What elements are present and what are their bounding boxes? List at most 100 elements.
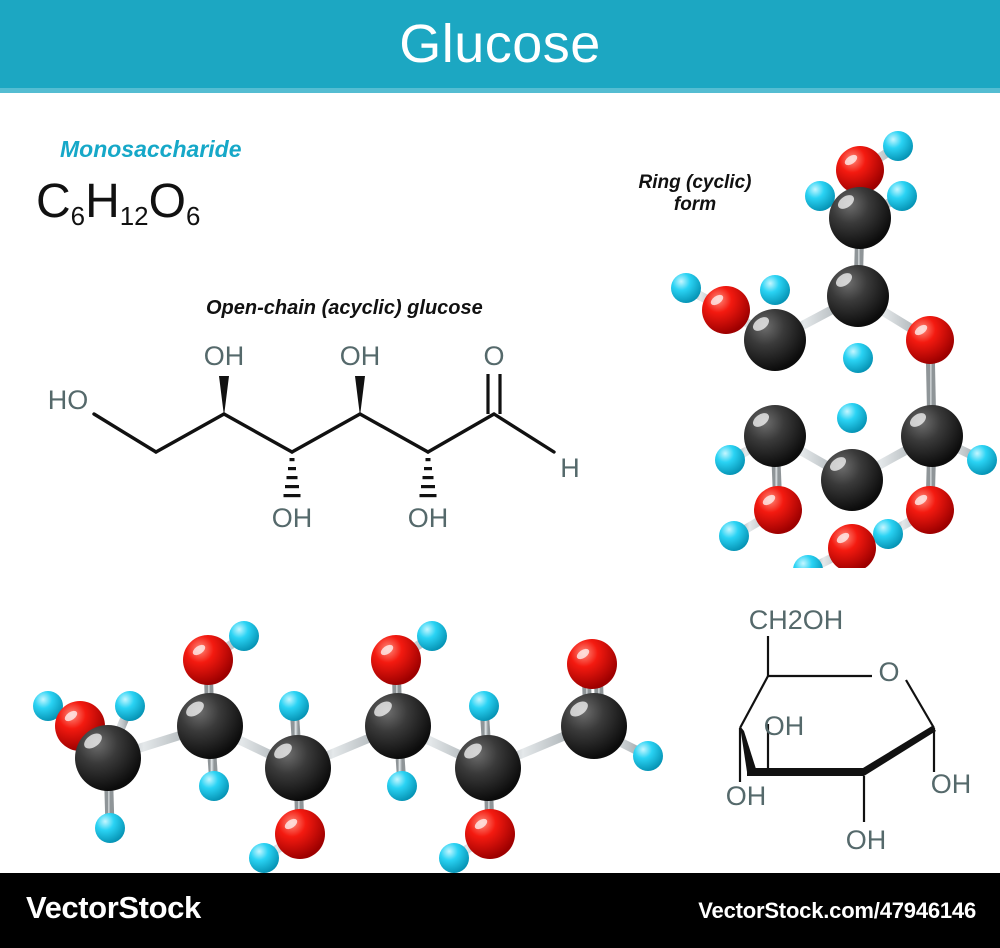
- hydrogen-atom: [873, 519, 903, 549]
- formula-carbon-subscript: 6: [70, 202, 86, 231]
- hydrogen-atom: [469, 691, 499, 721]
- header-banner: Glucose: [0, 0, 1000, 88]
- haworth-front-bonds: [740, 726, 936, 776]
- chemical-formula: C6H12O6: [36, 178, 200, 231]
- skeletal-label-O-aldehyde: O: [483, 341, 504, 371]
- oxygen-atom: [702, 286, 750, 334]
- bond-C5-C4: [222, 412, 294, 454]
- oxygen-atom: [836, 146, 884, 194]
- oxygen-atom-ring: [906, 316, 954, 364]
- oxygen-atom: [465, 809, 515, 859]
- oxygen-atom: [183, 635, 233, 685]
- bond-C1-H: [492, 412, 556, 454]
- hydrogen-atom: [793, 555, 823, 568]
- hydrogen-atom: [115, 691, 145, 721]
- hydrogen-atom: [199, 771, 229, 801]
- skeletal-label-H-aldehyde: H: [560, 453, 580, 483]
- page-title: Glucose: [399, 14, 601, 74]
- footer-bar: [0, 873, 1000, 948]
- carbon-atom: [177, 693, 243, 759]
- carbon-atom: [821, 449, 883, 511]
- haworth-label-oh-bottom: OH: [846, 825, 887, 855]
- ring3d-hydrogen-atoms: [671, 131, 997, 568]
- wedge-C5-OH-up: [219, 376, 229, 416]
- hydrogen-atom: [837, 403, 867, 433]
- skeletal-open-chain-diagram: HO OH OH O OH OH H: [48, 341, 580, 533]
- chain3d-hydrogen-atoms: [33, 621, 663, 873]
- open-chain-3d-model: [33, 621, 663, 873]
- ring3d-specular-highlights: [710, 154, 928, 544]
- chain3d-specular-highlights: [64, 644, 590, 830]
- header-underline: [0, 88, 1000, 93]
- haworth-ring-bonds: [739, 674, 935, 729]
- wedge-C3-OH-up: [355, 376, 365, 416]
- formula-carbon-symbol: C: [36, 175, 71, 228]
- oxygen-atom: [754, 486, 802, 534]
- carbon-atom: [901, 405, 963, 467]
- skeletal-label-OH-top-C3: OH: [340, 341, 381, 371]
- hydrogen-atom: [843, 343, 873, 373]
- bond-HO-to-C6: [92, 412, 158, 454]
- hydrogen-atom: [715, 445, 745, 475]
- front-bond-C2-C1: [863, 726, 936, 776]
- chain3d-oxygen-atoms: [55, 635, 617, 859]
- oxygen-atom: [906, 486, 954, 534]
- hydrogen-atom: [633, 741, 663, 771]
- carbon-atom: [744, 309, 806, 371]
- haworth-label-ch2oh: CH2OH: [749, 605, 844, 635]
- bond-C5-C4: [739, 675, 769, 729]
- hydrogen-atom: [279, 691, 309, 721]
- haworth-label-oh-c3: OH: [764, 711, 805, 741]
- open-chain-caption: Open-chain (acyclic) glucose: [206, 297, 483, 319]
- bond-C6-C5: [154, 412, 226, 454]
- footer-brand: VectorStock: [26, 890, 201, 925]
- bond-C2-C1: [426, 412, 496, 454]
- carbon-atom: [75, 725, 141, 791]
- hash-C2-OH-down: [419, 458, 437, 498]
- footer-url: VectorStock.com/47946146: [698, 898, 976, 923]
- oxygen-atom: [275, 809, 325, 859]
- carbon-atom: [829, 187, 891, 249]
- hydrogen-atom: [439, 843, 469, 873]
- hydrogen-atom: [387, 771, 417, 801]
- formula-oxygen-subscript: 6: [185, 202, 201, 231]
- carbon-atom: [455, 735, 521, 801]
- carbon-atom: [365, 693, 431, 759]
- oxygen-atom: [371, 635, 421, 685]
- hydrogen-atom: [719, 521, 749, 551]
- ring-caption-line-2: form: [673, 193, 717, 215]
- front-bond-C4-C3: [740, 726, 756, 772]
- stereo-hash-bonds: [283, 458, 437, 498]
- carbon-atom: [265, 735, 331, 801]
- haworth-label-ring-o: O: [878, 657, 899, 687]
- haworth-label-oh-right: OH: [931, 769, 972, 799]
- formula-hydrogen-subscript: 12: [119, 202, 149, 231]
- oxygen-atom-carbonyl: [567, 639, 617, 689]
- front-bond-C3-C2: [747, 768, 864, 776]
- skeletal-backbone-bonds: [92, 412, 556, 454]
- haworth-substituent-bonds: [738, 636, 936, 822]
- hydrogen-atom: [229, 621, 259, 651]
- haworth-projection-diagram: CH2OH O OH OH OH OH: [726, 605, 972, 855]
- oxygen-atom: [828, 524, 876, 568]
- aldehyde-double-bond: [486, 374, 502, 414]
- hydrogen-atom: [249, 843, 279, 873]
- carbon-atom-carbonyl: [561, 693, 627, 759]
- skeletal-label-OH-bottom-C2: OH: [408, 503, 449, 533]
- ring-form-caption: Ring (cyclic) form: [620, 172, 770, 216]
- stereo-wedge-bonds: [219, 376, 365, 416]
- bond-C4-C3: [290, 412, 362, 454]
- hydrogen-atom: [805, 181, 835, 211]
- hydrogen-atom: [95, 813, 125, 843]
- carbon-atom: [744, 405, 806, 467]
- hydrogen-atom: [967, 445, 997, 475]
- monosaccharide-label: Monosaccharide: [60, 136, 242, 162]
- haworth-label-oh-left: OH: [726, 781, 767, 811]
- skeletal-label-OH-top-C5: OH: [204, 341, 245, 371]
- carbon-atom: [827, 265, 889, 327]
- ring-cyclic-3d-model: [671, 131, 997, 568]
- ring-caption-line-1: Ring (cyclic): [638, 172, 752, 193]
- formula-hydrogen-symbol: H: [85, 175, 120, 228]
- hydrogen-atom: [760, 275, 790, 305]
